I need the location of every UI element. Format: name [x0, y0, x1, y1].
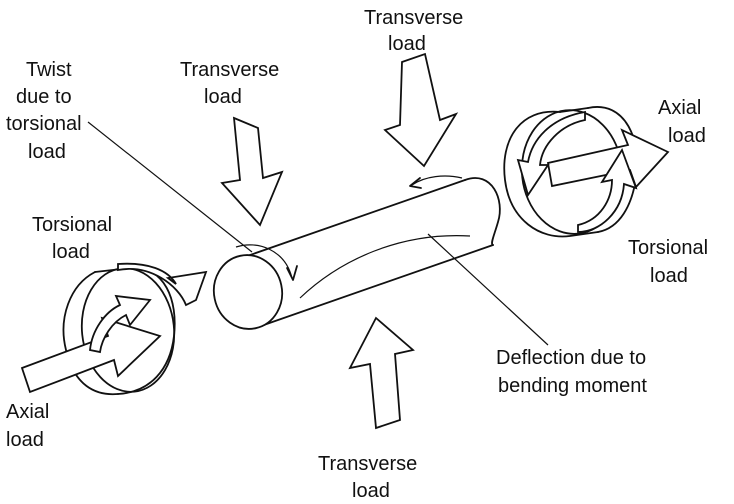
- label-transverse-bottom: Transverse load: [318, 453, 423, 502]
- label-axial-right: Axial load: [658, 97, 707, 147]
- label-torsional-left: Torsional load: [32, 214, 118, 263]
- torsion-curl-right: [516, 110, 586, 198]
- left-torsion-group: [20, 262, 208, 396]
- label-torsional-right: Torsional load: [628, 237, 714, 287]
- transverse-arrow-bottom: [348, 316, 415, 430]
- label-transverse-top: Transverse load: [364, 7, 469, 55]
- axial-arrow-left: [20, 316, 162, 394]
- label-transverse-left: Transverse load: [180, 59, 285, 108]
- transverse-arrow-left: [220, 116, 284, 227]
- deflection-curve: [299, 235, 471, 299]
- label-axial-left: Axial load: [6, 401, 55, 451]
- transverse-arrow-top: [383, 52, 459, 168]
- label-twist: Twist due to torsional load: [6, 59, 87, 163]
- twist-leader-line: [87, 121, 253, 253]
- right-torsion-group: [503, 106, 670, 238]
- shaft-cylinder: [212, 175, 501, 330]
- deflection-leader-line: [427, 233, 549, 346]
- label-deflection: Deflection due to bending moment: [496, 347, 652, 397]
- top-twist-arc: [411, 175, 463, 186]
- torsion-curl-left: [117, 262, 208, 307]
- twist-arc: [235, 244, 293, 279]
